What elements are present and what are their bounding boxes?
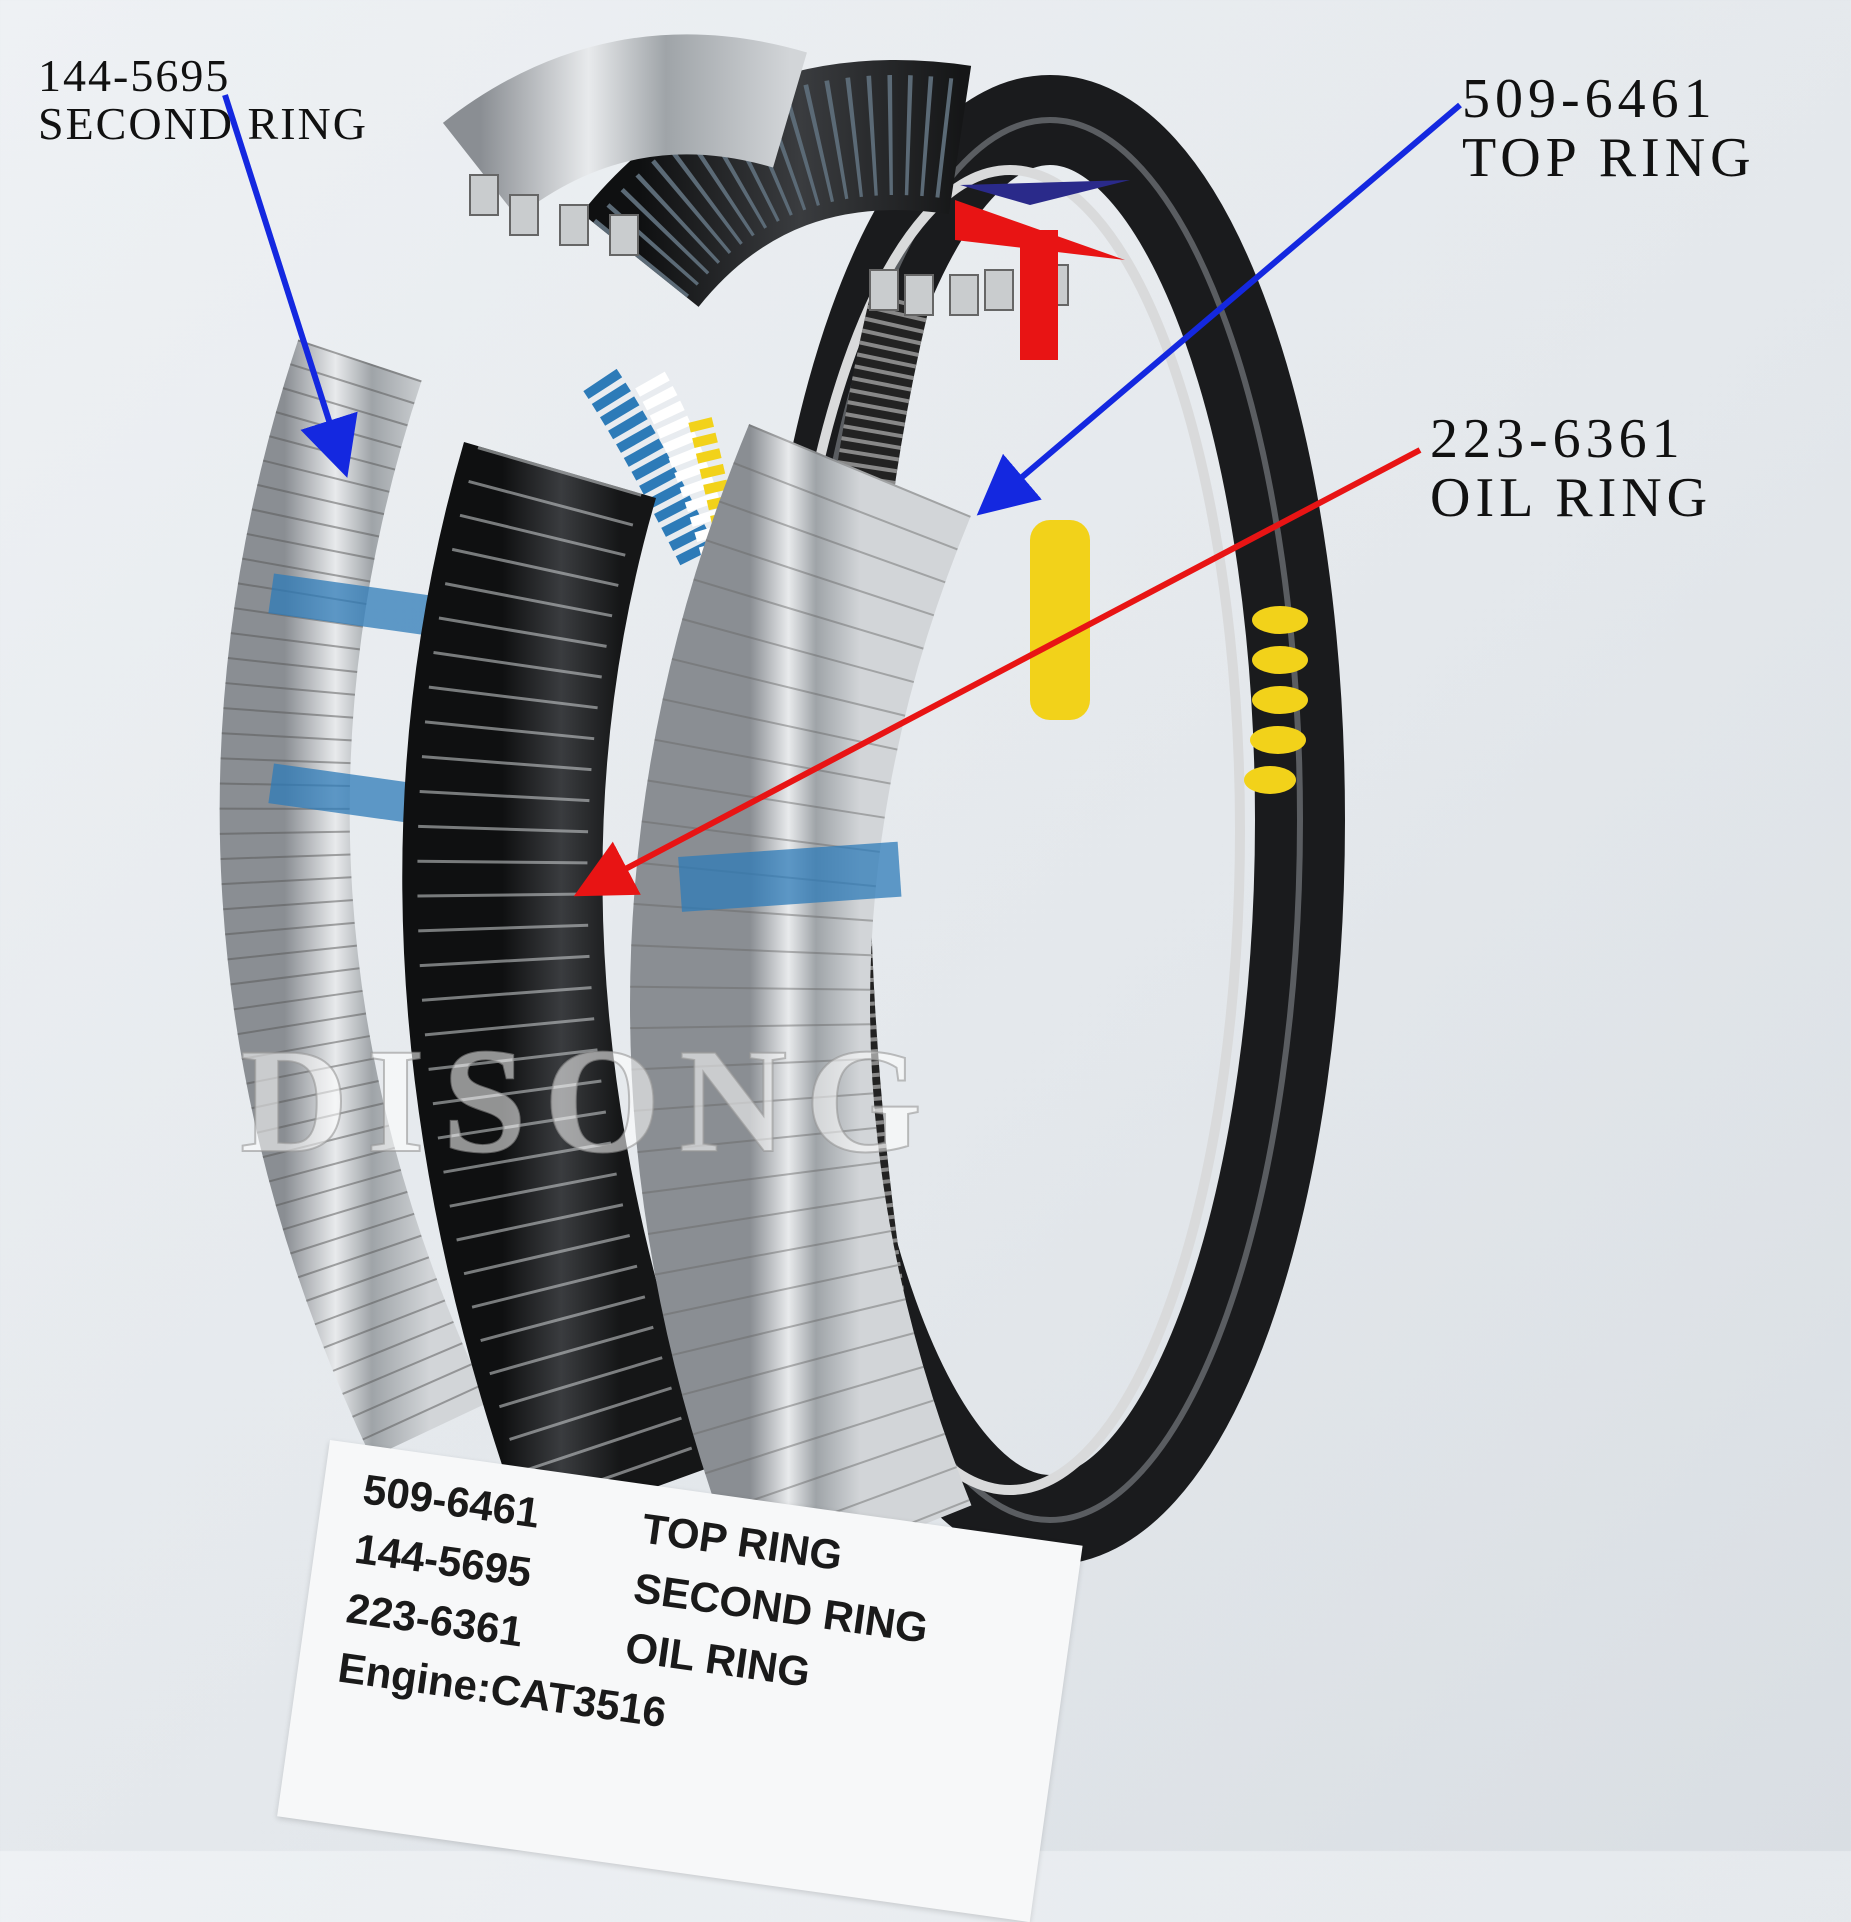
oil-ring-name: OIL RING [1430,466,1713,529]
second-ring-part-number: 144-5695 [38,50,231,101]
oil-ring-part-number: 223-6361 [1430,408,1685,470]
brand-logo-mark [955,180,1130,360]
front-chrome-ring-stack [630,424,972,1595]
top-ring-name: TOP RING [1462,126,1756,189]
oil-ring-callout: 223-6361 OIL RING [1430,410,1712,528]
oil-ring-arrow [573,447,1422,897]
yellow-tags [1030,520,1308,794]
second-ring-name: SECOND RING [38,98,368,150]
center-black-rings [402,442,714,1535]
top-chrome-ring-ends [442,34,1069,316]
second-ring-arrow [222,94,358,478]
top-black-rings [581,60,972,308]
top-ring-part-number: 509-6461 [1462,68,1717,130]
label-part-name: OIL RING [622,1623,814,1696]
top-ring-callout: 509-6461 TOP RING [1462,70,1756,188]
top-ring-arrow [976,102,1462,516]
second-ring-callout: 144-5695 SECOND RING [38,50,368,150]
brand-watermark: DISONG [239,1017,940,1185]
piston-ring-set-photo [219,34,1462,1595]
